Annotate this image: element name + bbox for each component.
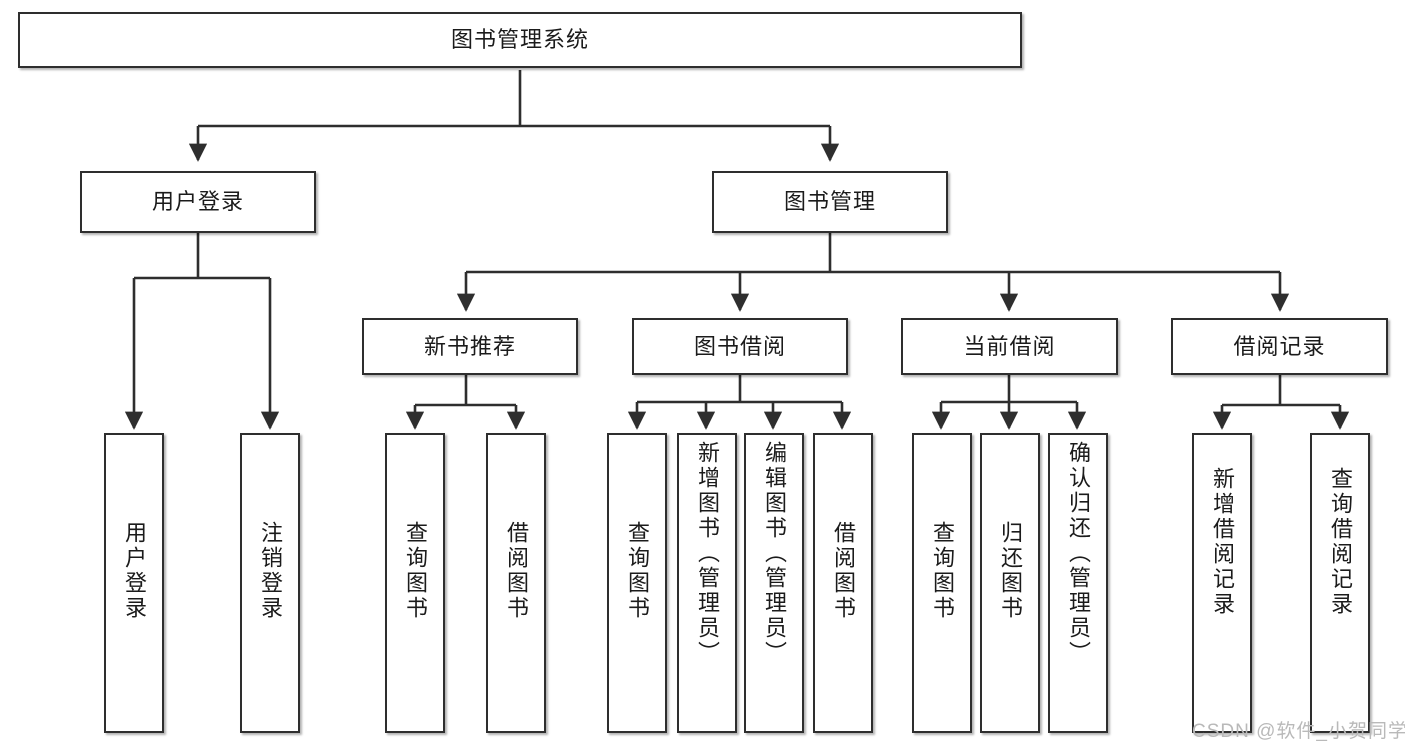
leaf-borrow-borrow-book[interactable]: 借阅图书 bbox=[813, 433, 873, 733]
leaf-borrow-add-book-admin[interactable]: 新增图书（管理员） bbox=[677, 433, 737, 733]
node-label: 图书管理 bbox=[783, 189, 876, 215]
node-label: 当前借阅 bbox=[963, 333, 1056, 359]
node-user-login[interactable]: 用户登录 bbox=[80, 171, 316, 233]
node-label: 查询图书 bbox=[625, 521, 650, 621]
node-book-borrow[interactable]: 图书借阅 bbox=[632, 318, 848, 375]
leaf-borrow-query-book[interactable]: 查询图书 bbox=[607, 433, 667, 733]
node-label: 用户登录 bbox=[122, 521, 147, 621]
leaf-current-return-book[interactable]: 归还图书 bbox=[980, 433, 1040, 733]
node-label: 新增借阅记录 bbox=[1210, 467, 1235, 617]
node-current-borrow[interactable]: 当前借阅 bbox=[901, 318, 1118, 375]
leaf-new-book-query[interactable]: 查询图书 bbox=[385, 433, 445, 733]
leaf-user-logout[interactable]: 注销登录 bbox=[240, 433, 300, 733]
node-new-book-recommend[interactable]: 新书推荐 bbox=[362, 318, 578, 375]
node-label: 新书推荐 bbox=[423, 333, 516, 359]
node-label: 图书管理系统 bbox=[450, 27, 589, 53]
leaf-borrow-edit-book-admin[interactable]: 编辑图书（管理员） bbox=[744, 433, 804, 733]
node-borrow-records[interactable]: 借阅记录 bbox=[1171, 318, 1388, 375]
node-label: 用户登录 bbox=[151, 189, 244, 215]
leaf-current-query-book[interactable]: 查询图书 bbox=[912, 433, 972, 733]
node-label: 借阅图书 bbox=[504, 521, 529, 621]
node-label: 查询借阅记录 bbox=[1328, 467, 1353, 617]
node-book-management[interactable]: 图书管理 bbox=[712, 171, 948, 233]
node-label: 确认归还（管理员） bbox=[1066, 441, 1091, 666]
node-label: 查询图书 bbox=[930, 521, 955, 621]
node-label: 归还图书 bbox=[998, 521, 1023, 621]
leaf-new-book-borrow[interactable]: 借阅图书 bbox=[486, 433, 546, 733]
node-label: 查询图书 bbox=[403, 521, 428, 621]
leaf-current-confirm-return-admin[interactable]: 确认归还（管理员） bbox=[1048, 433, 1108, 733]
node-label: 借阅记录 bbox=[1233, 333, 1326, 359]
node-label: 编辑图书（管理员） bbox=[762, 441, 787, 666]
node-label: 图书借阅 bbox=[693, 333, 786, 359]
leaf-user-login[interactable]: 用户登录 bbox=[104, 433, 164, 733]
node-label: 借阅图书 bbox=[831, 521, 856, 621]
node-label: 注销登录 bbox=[258, 521, 283, 621]
leaf-record-query[interactable]: 查询借阅记录 bbox=[1310, 433, 1370, 733]
node-label: 新增图书（管理员） bbox=[695, 441, 720, 666]
node-root-system[interactable]: 图书管理系统 bbox=[18, 12, 1022, 68]
leaf-record-add[interactable]: 新增借阅记录 bbox=[1192, 433, 1252, 733]
